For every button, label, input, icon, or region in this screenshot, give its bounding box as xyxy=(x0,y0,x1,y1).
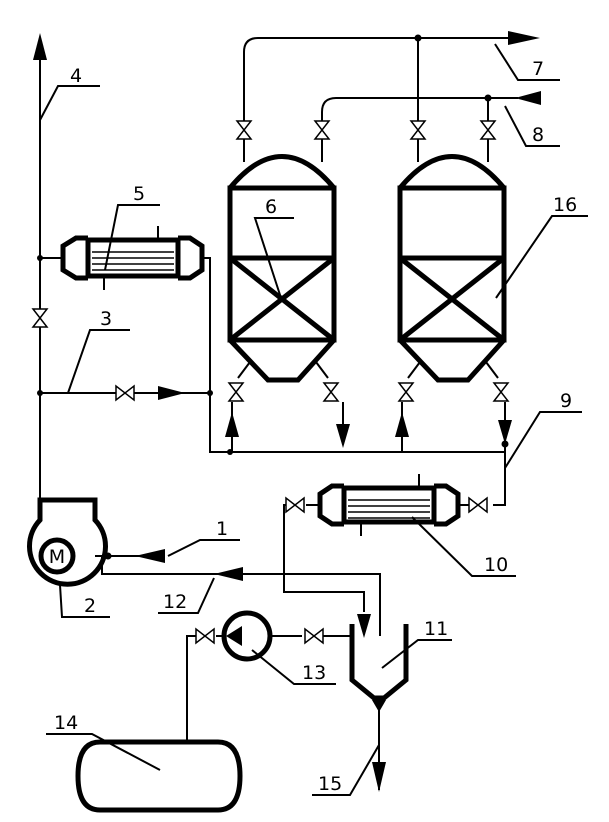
label-1: 1 xyxy=(216,518,228,540)
pump-13 xyxy=(186,610,352,742)
label-8: 8 xyxy=(532,124,544,146)
label-7: 7 xyxy=(532,58,544,80)
valve-bottom-16-right xyxy=(493,382,509,402)
exhaust-line xyxy=(32,33,48,500)
top-piping xyxy=(236,31,541,162)
label-9: 9 xyxy=(560,390,572,412)
bottom-piping xyxy=(225,361,512,506)
leader-lines xyxy=(39,43,588,796)
label-3: 3 xyxy=(100,308,112,330)
valve-exhaust xyxy=(32,308,48,328)
heat-exchanger-5 xyxy=(40,226,211,393)
valve-bottom-16-left xyxy=(398,382,414,402)
blower-2: M xyxy=(27,497,165,587)
valve-pump-in xyxy=(195,628,215,644)
valve-top-16-left xyxy=(410,120,426,140)
valve-cooler-out xyxy=(468,497,488,513)
tank-14 xyxy=(75,739,243,813)
label-13: 13 xyxy=(302,662,326,684)
label-15: 15 xyxy=(318,773,342,795)
valve-top-6-left xyxy=(236,120,252,140)
adsorber-16 xyxy=(397,154,507,383)
bypass-line-3 xyxy=(40,385,505,455)
label-16: 16 xyxy=(553,194,577,216)
component-labels: 4 5 3 6 16 7 8 9 1 2 12 10 11 13 14 15 xyxy=(54,58,577,795)
valve-bypass xyxy=(115,385,135,401)
label-10: 10 xyxy=(484,554,508,576)
valve-top-16-right xyxy=(480,120,496,140)
label-2: 2 xyxy=(84,595,96,617)
adsorber-6 xyxy=(227,154,337,383)
label-6: 6 xyxy=(265,196,277,218)
valve-cooler-in xyxy=(285,497,305,513)
heat-exchanger-10 xyxy=(283,474,488,638)
valve-pump-out xyxy=(304,628,324,644)
valve-bottom-6-right xyxy=(323,382,339,402)
valve-bottom-6-left xyxy=(228,382,244,402)
label-5: 5 xyxy=(133,183,145,205)
label-4: 4 xyxy=(70,65,82,87)
label-12: 12 xyxy=(163,591,187,613)
label-11: 11 xyxy=(424,618,448,640)
valve-top-6-right xyxy=(314,120,330,140)
motor-symbol: M xyxy=(49,546,65,568)
label-14: 14 xyxy=(54,712,78,734)
